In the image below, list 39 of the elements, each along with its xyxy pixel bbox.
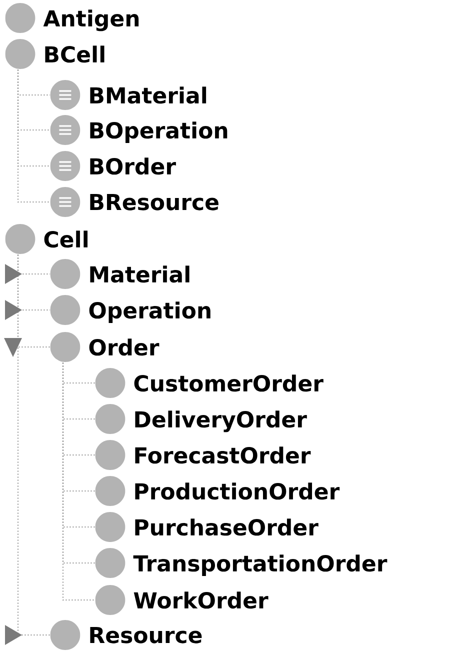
- node-label: BCell: [45, 46, 104, 63]
- node-label: BMaterial: [90, 86, 206, 104]
- node-label: ProductionOrder: [135, 482, 340, 500]
- class-item: Operation: [50, 295, 210, 325]
- class-item: WorkOrder: [95, 585, 268, 615]
- class-item: Antigen: [5, 3, 139, 34]
- class-item: PurchaseOrder: [95, 512, 318, 542]
- class-item: Resource: [50, 620, 202, 650]
- node-label: PurchaseOrder: [135, 518, 318, 536]
- individual-item: BMaterial: [50, 80, 206, 110]
- class-item: Cell: [5, 224, 88, 254]
- individual-item: BOperation: [50, 115, 228, 145]
- node-label: Order: [89, 338, 160, 356]
- node-label: Antigen: [43, 10, 139, 32]
- individual-item: BResource: [50, 187, 218, 217]
- node-label: BResource: [90, 194, 218, 210]
- tree-connector: [18, 254, 50, 636]
- node-label: Material: [90, 266, 190, 283]
- tree-connector: [62, 362, 96, 600]
- node-label: CustomerOrder: [134, 374, 324, 392]
- node-label: Operation: [89, 302, 210, 323]
- class-item: ProductionOrder: [95, 476, 340, 506]
- class-item: TransportationOrder: [95, 548, 388, 578]
- class-item: Order: [50, 332, 160, 362]
- node-label: WorkOrder: [134, 592, 268, 609]
- node-label: BOrder: [90, 158, 176, 175]
- node-label: ForecastOrder: [135, 446, 311, 464]
- node-label: Resource: [90, 626, 202, 644]
- individual-item: BOrder: [50, 151, 176, 181]
- class-item: ForecastOrder: [95, 440, 311, 470]
- node-label: TransportationOrder: [133, 554, 388, 576]
- node-label: DeliveryOrder: [135, 410, 307, 432]
- node-label: BOperation: [90, 122, 228, 143]
- class-item: BCell: [5, 39, 104, 70]
- node-label: Cell: [44, 230, 88, 248]
- class-item: DeliveryOrder: [95, 404, 307, 434]
- class-item: CustomerOrder: [95, 368, 324, 398]
- tree-connector: [18, 69, 50, 202]
- class-item: Material: [50, 259, 190, 289]
